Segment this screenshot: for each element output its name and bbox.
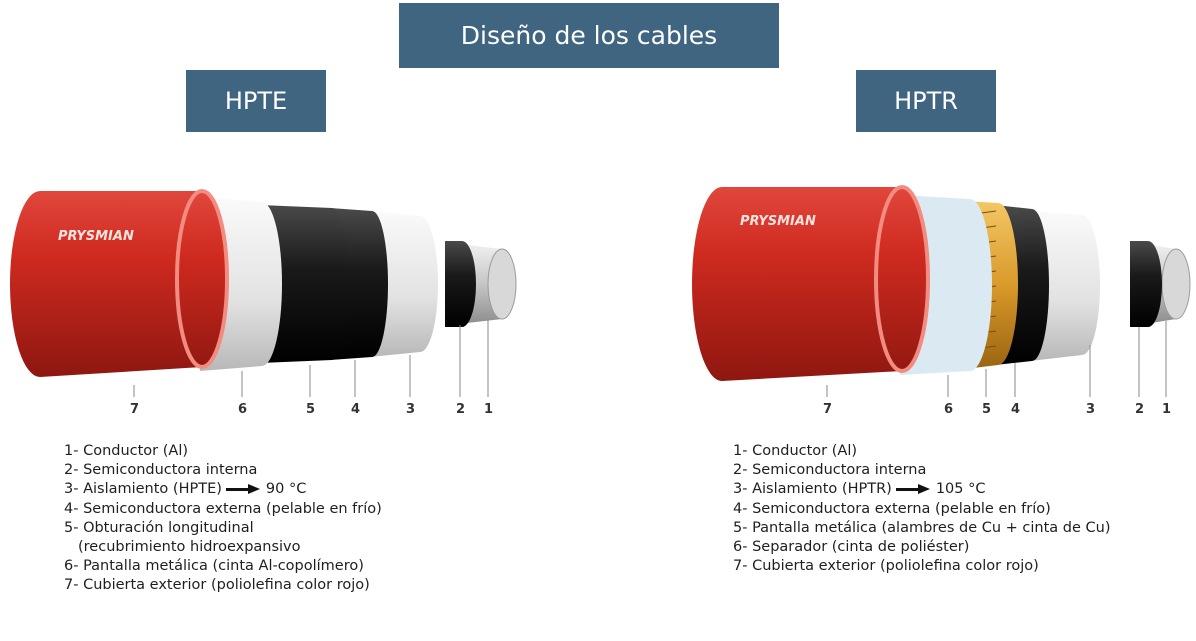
page-title: Diseño de los cables: [399, 3, 779, 68]
conductor-end: [487, 248, 517, 320]
legend-item: 7- Cubierta exterior (poliolefina color …: [64, 577, 370, 594]
hpte-label-text: HPTE: [224, 87, 288, 115]
insulation-layer: [1030, 211, 1100, 361]
conductor-end: [1161, 248, 1191, 320]
legend-item: 3- Aislamiento (HPTE) 90 °C: [64, 480, 382, 499]
legend-item: 4- Semiconductora externa (pelable en fr…: [64, 500, 382, 517]
arrow-right-icon: [895, 484, 930, 495]
hptr-label-text: HPTR: [894, 87, 958, 115]
legend-item: 5- Pantalla metálica (alambres de Cu + c…: [733, 519, 1111, 536]
legend-item: 1- Conductor (Al): [64, 443, 189, 459]
legend-item: 7- Cubierta exterior (poliolefina color …: [733, 558, 1039, 575]
hptr-label: HPTR: [856, 70, 996, 132]
legend-item: 2- Semiconductora interna: [64, 462, 258, 479]
temperature-value: 90 °C: [265, 481, 307, 498]
label-6: 6: [944, 402, 953, 417]
label-3: 3: [1086, 402, 1095, 417]
label-4: 4: [351, 402, 360, 417]
arrow-right-icon: [225, 484, 260, 495]
hptr-legend: 1- Conductor (Al) 2- Semiconductora inte…: [733, 442, 1111, 576]
label-1: 1: [1162, 402, 1171, 417]
temperature-value: 105 °C: [935, 481, 986, 498]
label-1: 1: [484, 402, 493, 417]
hpte-legend: 1- Conductor (Al) 2- Semiconductora inte…: [64, 442, 382, 596]
sheath-edge: [175, 189, 229, 369]
insulation-layer: [370, 211, 438, 357]
outer-sheath-layer: [692, 187, 928, 381]
hptr-cable-diagram: PRYSMIAN 7 6 5 4 3 2 1: [692, 185, 1191, 417]
label-3: 3: [406, 402, 415, 417]
label-7: 7: [130, 402, 139, 417]
label-4: 4: [1011, 402, 1020, 417]
outer-sheath-layer: [10, 191, 227, 377]
legend-item: 1- Conductor (Al): [733, 443, 858, 459]
label-6: 6: [238, 402, 247, 417]
sheath-edge: [874, 185, 930, 373]
brand-text: PRYSMIAN: [58, 229, 134, 244]
legend-item: 6- Pantalla metálica (cinta Al-copolímer…: [64, 558, 364, 575]
label-7: 7: [823, 402, 832, 417]
legend-item: 3- Aislamiento (HPTR) 105 °C: [733, 480, 1111, 499]
label-5: 5: [982, 402, 991, 417]
hpte-cable-diagram: PRYSMIAN 7 6 5 4 3 2 1: [10, 189, 517, 417]
legend-item: 5- Obturación longitudinal: [64, 519, 254, 536]
sealing-layer: [260, 205, 349, 363]
label-2: 2: [1135, 402, 1144, 417]
legend-item: (recubrimiento hidroexpansivo: [78, 539, 301, 556]
label-2: 2: [456, 402, 465, 417]
legend-item: 2- Semiconductora interna: [733, 462, 927, 479]
legend-item-text: 3- Aislamiento (HPTR): [733, 481, 892, 498]
label-5: 5: [306, 402, 315, 417]
legend-item-text: 3- Aislamiento (HPTE): [64, 481, 222, 498]
legend-item: 6- Separador (cinta de poliéster): [733, 539, 970, 556]
inner-semiconductor-layer: [1130, 241, 1162, 327]
page-title-text: Diseño de los cables: [460, 21, 718, 50]
legend-item: 4- Semiconductora externa (pelable en fr…: [733, 500, 1051, 517]
inner-semiconductor-layer: [445, 241, 476, 327]
hpte-label: HPTE: [186, 70, 326, 132]
brand-text: PRYSMIAN: [740, 214, 816, 229]
